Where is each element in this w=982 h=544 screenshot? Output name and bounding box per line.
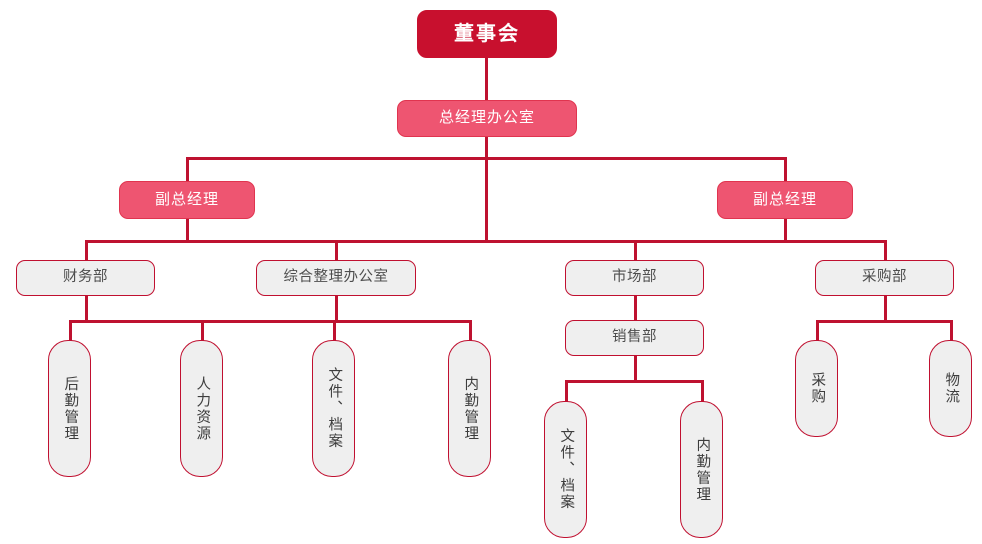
node-label: 采购	[809, 372, 826, 405]
connector-bus-purchase-leaves	[816, 320, 952, 323]
connector-bus-deputies	[186, 157, 787, 160]
connector-deputy-right-down	[784, 219, 787, 241]
node-general-admin-office[interactable]: 综合整理办公室	[256, 260, 416, 296]
node-label: 市场部	[612, 269, 657, 286]
node-finance-dept[interactable]: 财务部	[16, 260, 155, 296]
connector-drop-general-admin	[335, 240, 338, 260]
connector-drop-procurement	[816, 320, 819, 341]
node-human-resources[interactable]: 人力资源	[180, 340, 223, 477]
node-label: 董事会	[454, 22, 520, 45]
connector-drop-internal-2	[701, 380, 704, 402]
connector-market-to-sales	[634, 296, 637, 320]
connector-general-admin-down	[335, 296, 338, 322]
node-label: 物流	[943, 372, 960, 405]
connector-drop-documents-2	[565, 380, 568, 402]
node-internal-affairs-2[interactable]: 内勤管理	[680, 401, 723, 538]
connector-drop-documents-1	[333, 320, 336, 341]
node-label: 财务部	[63, 269, 108, 286]
node-label: 内勤管理	[694, 436, 711, 503]
connector-finance-down	[85, 296, 88, 322]
connector-drop-logistics	[950, 320, 953, 341]
node-purchase-dept[interactable]: 采购部	[815, 260, 954, 296]
connector-root-to-gm	[485, 58, 488, 102]
node-label: 人力资源	[194, 375, 211, 442]
node-label: 文件、档案	[558, 428, 575, 511]
node-gm-office[interactable]: 总经理办公室	[397, 100, 577, 137]
node-documents-archives-2[interactable]: 文件、档案	[544, 401, 587, 538]
node-sales-dept[interactable]: 销售部	[565, 320, 704, 356]
node-procurement[interactable]: 采购	[795, 340, 838, 437]
connector-drop-human-resources	[201, 320, 204, 341]
node-label: 采购部	[862, 269, 907, 286]
connector-bus-left-leaves	[69, 320, 472, 323]
node-label: 文件、档案	[326, 367, 343, 450]
connector-drop-market	[634, 240, 637, 260]
connector-drop-internal-1	[469, 320, 472, 341]
connector-bus-departments	[85, 240, 887, 243]
connector-bus-deputy-left-drop	[186, 157, 189, 182]
node-label: 综合整理办公室	[283, 269, 389, 286]
connector-gm-spine	[485, 136, 488, 241]
node-deputy-gm-right[interactable]: 副总经理	[717, 181, 853, 219]
node-label: 副总经理	[752, 190, 817, 208]
connector-bus-deputy-right-drop	[784, 157, 787, 182]
node-logistics[interactable]: 物流	[929, 340, 972, 437]
node-label: 副总经理	[154, 190, 219, 208]
connector-bus-sales-leaves	[565, 380, 704, 383]
connector-drop-logistics-mgmt	[69, 320, 72, 341]
node-label: 内勤管理	[462, 375, 479, 442]
connector-deputy-left-down	[186, 219, 189, 241]
connector-sales-down	[634, 356, 637, 382]
node-board-of-directors[interactable]: 董事会	[417, 10, 557, 58]
node-label: 销售部	[612, 329, 657, 346]
node-documents-archives-1[interactable]: 文件、档案	[312, 340, 355, 477]
node-label: 总经理办公室	[438, 109, 535, 127]
connector-drop-purchase	[884, 240, 887, 260]
node-label: 后勤管理	[62, 375, 79, 442]
node-deputy-gm-left[interactable]: 副总经理	[119, 181, 255, 219]
node-logistics-mgmt[interactable]: 后勤管理	[48, 340, 91, 477]
connector-purchase-down	[884, 296, 887, 322]
node-market-dept[interactable]: 市场部	[565, 260, 704, 296]
connector-drop-finance	[85, 240, 88, 260]
node-internal-affairs-1[interactable]: 内勤管理	[448, 340, 491, 477]
